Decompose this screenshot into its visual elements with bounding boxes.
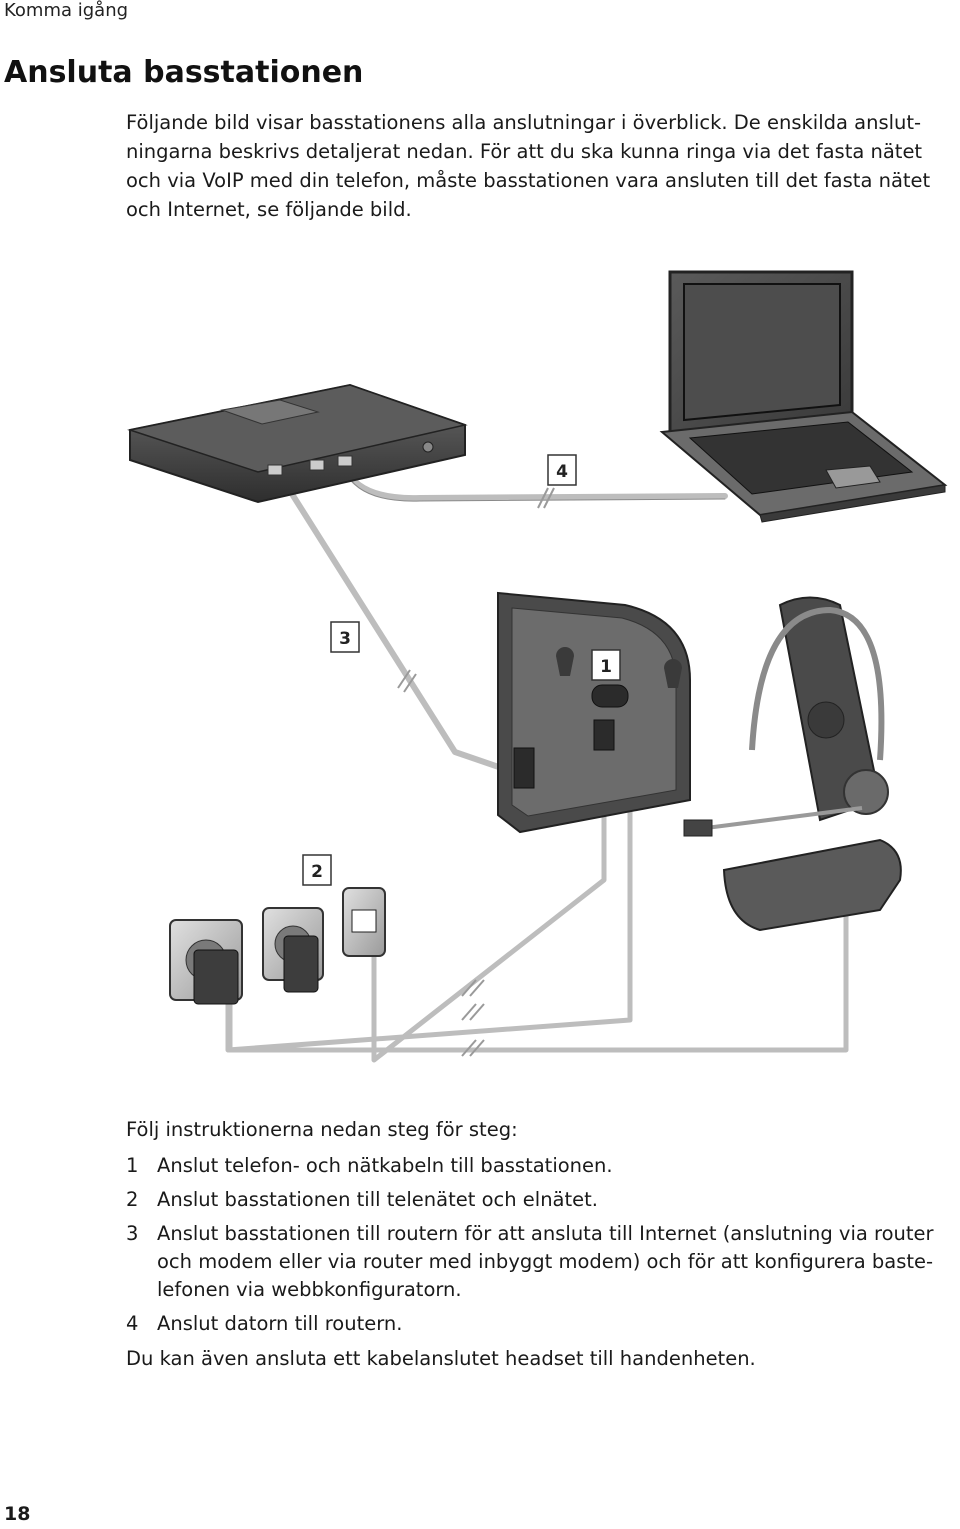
handset-charger bbox=[722, 596, 902, 932]
step-number: 4 bbox=[126, 1312, 139, 1335]
wall-sockets bbox=[169, 887, 386, 1005]
step-number: 2 bbox=[126, 1188, 139, 1211]
step-item: 1 Anslut telefon- och nätkabeln till bas… bbox=[126, 1152, 956, 1180]
steps-list: 1 Anslut telefon- och nätkabeln till bas… bbox=[126, 1152, 956, 1344]
step-text: Anslut datorn till routern. bbox=[157, 1312, 403, 1335]
intro-line: och via VoIP med din telefon, måste bass… bbox=[126, 169, 931, 192]
connection-illustration: 4 3 1 2 bbox=[127, 270, 948, 1063]
callout-1: 1 bbox=[591, 649, 621, 681]
callout-2-label: 2 bbox=[311, 862, 323, 882]
router-device bbox=[127, 383, 468, 504]
intro-line: Följande bild visar basstationens alla a… bbox=[126, 111, 922, 134]
page-title: Ansluta basstationen bbox=[4, 55, 364, 90]
step-text: och modem eller via router med inbyggt m… bbox=[157, 1250, 934, 1273]
callout-2: 2 bbox=[302, 854, 332, 886]
cable-3 bbox=[277, 472, 525, 778]
step-text: Anslut basstationen till routern för att… bbox=[157, 1222, 934, 1245]
step-number: 3 bbox=[126, 1222, 139, 1245]
break-marks bbox=[397, 487, 555, 1057]
callout-3-label: 3 bbox=[339, 629, 351, 649]
callout-3: 3 bbox=[330, 621, 360, 653]
intro-paragraph: Följande bild visar basstationens alla a… bbox=[126, 108, 956, 224]
closing-note: Du kan även ansluta ett kabelanslutet he… bbox=[126, 1347, 756, 1370]
callout-4-label: 4 bbox=[556, 462, 568, 482]
laptop-device bbox=[659, 270, 948, 523]
step-text: Anslut telefon- och nätkabeln till basst… bbox=[157, 1154, 613, 1177]
step-item: 3 Anslut basstationen till routern för a… bbox=[126, 1220, 956, 1304]
page-number: 18 bbox=[4, 1503, 31, 1525]
step-number: 1 bbox=[126, 1154, 139, 1177]
running-header: Komma igång bbox=[4, 0, 129, 21]
step-item: 2 Anslut basstationen till telenätet och… bbox=[126, 1186, 956, 1214]
cable-charger bbox=[227, 909, 849, 1053]
steps-lead: Följ instruktionerna nedan steg för steg… bbox=[126, 1118, 518, 1141]
base-station-device bbox=[497, 591, 691, 834]
step-text: Anslut basstationen till telenätet och e… bbox=[157, 1188, 598, 1211]
intro-line: ningarna beskrivs detaljerat nedan. För … bbox=[126, 140, 923, 163]
step-item: 4 Anslut datorn till routern. bbox=[126, 1310, 956, 1338]
step-text: lefonen via webbkonfiguratorn. bbox=[157, 1278, 462, 1301]
cable-4 bbox=[342, 465, 728, 502]
intro-line: och Internet, se följande bild. bbox=[126, 198, 412, 221]
headset-device bbox=[683, 606, 889, 837]
callout-4: 4 bbox=[547, 454, 577, 486]
callout-1-label: 1 bbox=[600, 657, 612, 677]
